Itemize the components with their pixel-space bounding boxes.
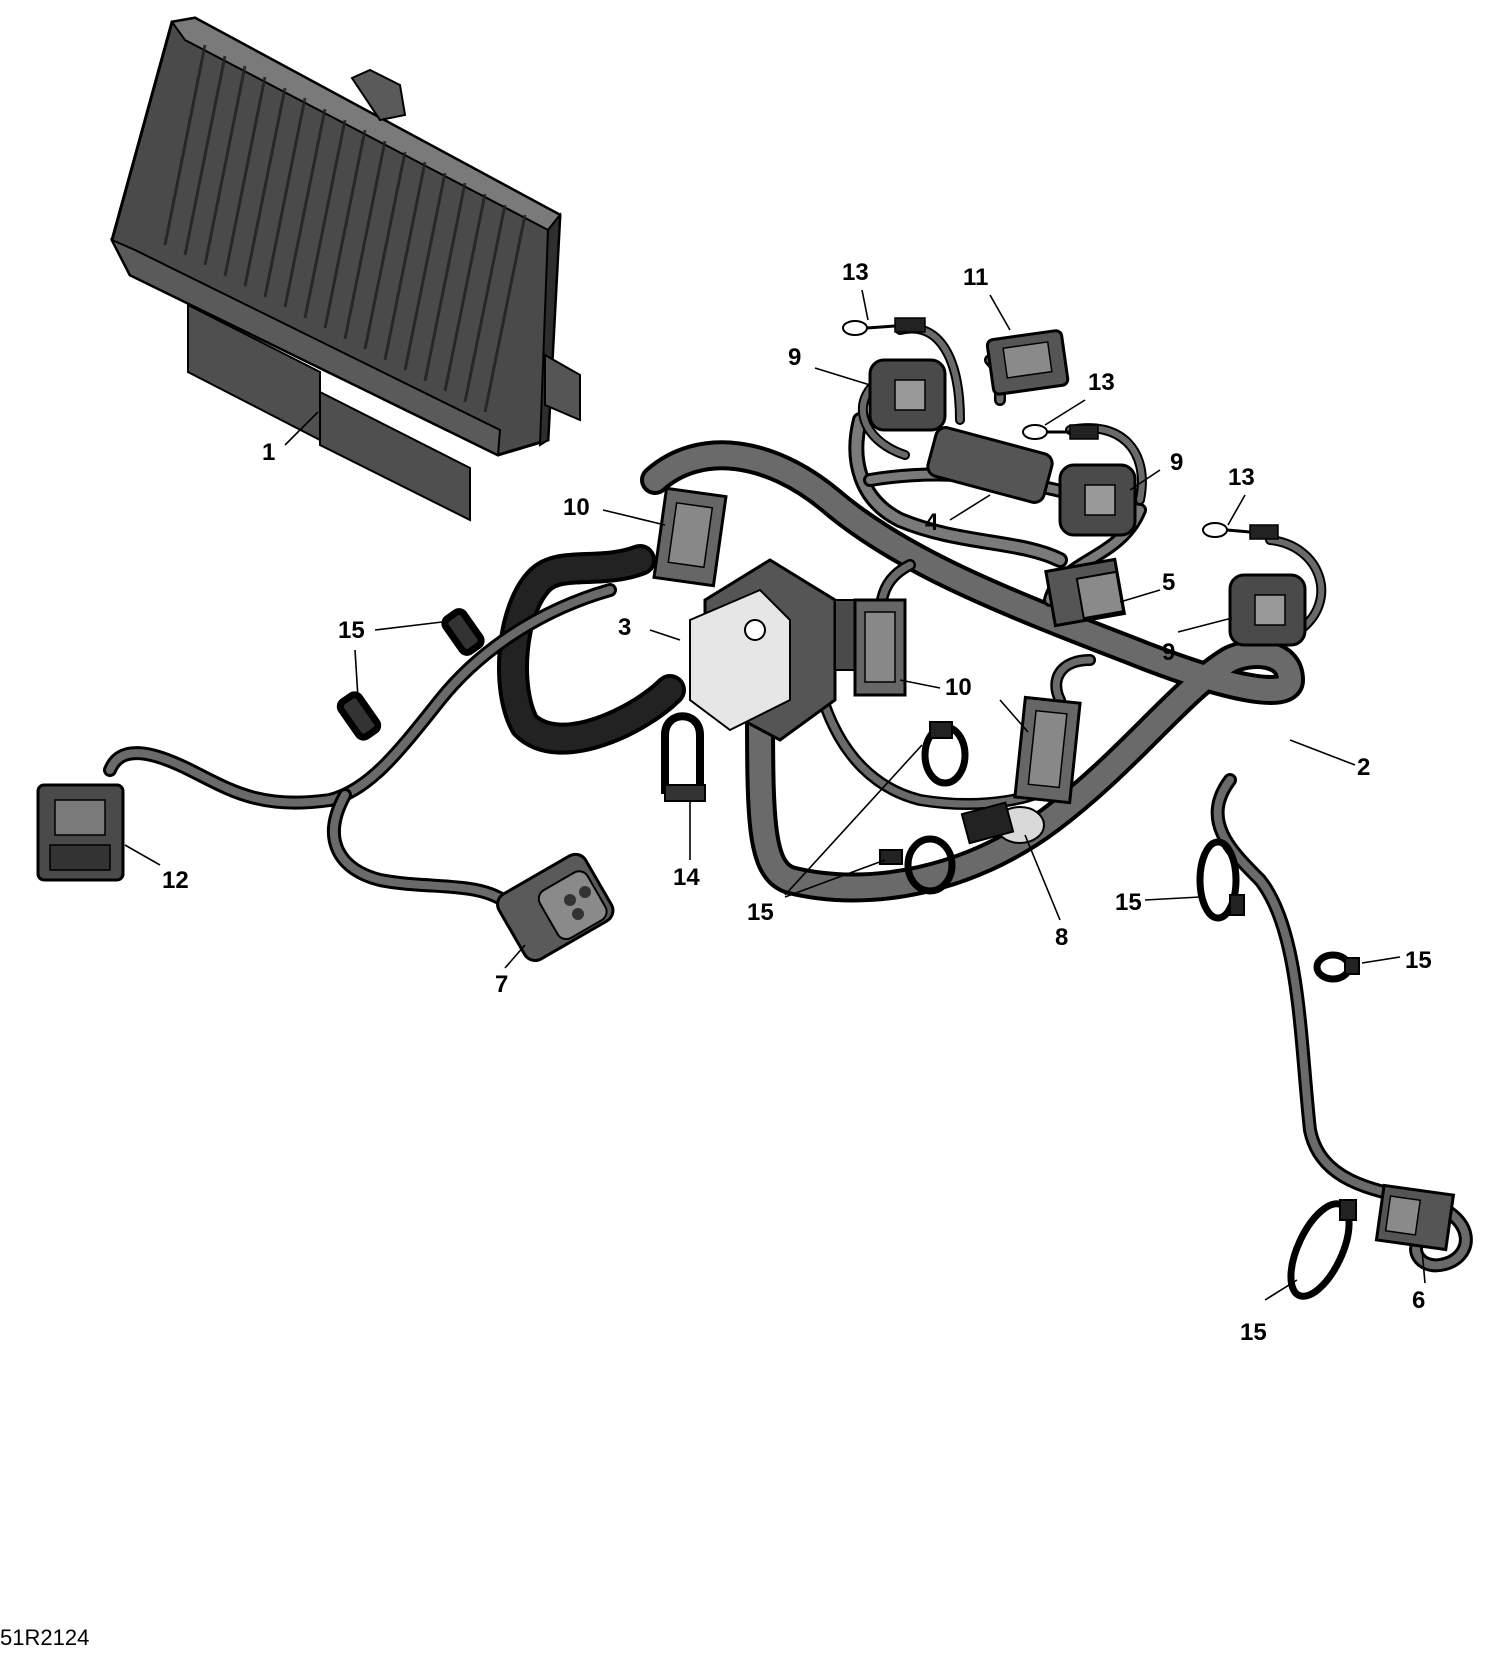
callout-6: 6 bbox=[1412, 1287, 1425, 1314]
connector-9a bbox=[868, 358, 947, 432]
bracket-14 bbox=[661, 712, 706, 802]
callout-4: 4 bbox=[925, 509, 939, 536]
ecm-module bbox=[109, 16, 581, 522]
connector-3-ecm-plug bbox=[689, 558, 876, 742]
connector-7 bbox=[496, 852, 615, 963]
callout-13a: 13 bbox=[842, 259, 869, 286]
callout-labels: 1 2 3 4 5 6 7 8 9 9 9 10 10 11 12 13 13 … bbox=[162, 259, 1432, 1346]
callout-8: 8 bbox=[1055, 924, 1068, 951]
callout-9a: 9 bbox=[788, 344, 801, 371]
callout-1: 1 bbox=[262, 439, 275, 466]
cable-tie-15-group bbox=[336, 608, 1360, 1300]
connector-10a bbox=[652, 486, 728, 588]
connector-4 bbox=[926, 426, 1054, 504]
grommet-8 bbox=[960, 801, 1045, 845]
callout-15a: 15 bbox=[338, 617, 365, 644]
callout-14: 14 bbox=[673, 864, 700, 891]
callout-11: 11 bbox=[963, 264, 988, 291]
ring-terminal-13b bbox=[1022, 424, 1099, 440]
callout-13b: 13 bbox=[1088, 369, 1115, 396]
callout-3: 3 bbox=[618, 614, 631, 641]
wiring-harness bbox=[103, 323, 1473, 1273]
leader-lines bbox=[124, 289, 1426, 1301]
connector-12 bbox=[36, 783, 125, 882]
ring-terminal-13a bbox=[842, 317, 926, 336]
callout-12: 12 bbox=[162, 867, 189, 894]
callout-13c: 13 bbox=[1228, 464, 1255, 491]
connector-6 bbox=[1374, 1183, 1456, 1252]
callout-10a: 10 bbox=[563, 494, 590, 521]
ring-terminal-13c bbox=[1202, 522, 1279, 540]
callout-15d: 15 bbox=[1405, 947, 1432, 974]
callout-10b: 10 bbox=[945, 674, 972, 701]
callout-15c: 15 bbox=[1115, 889, 1142, 916]
callout-2: 2 bbox=[1357, 754, 1370, 781]
connector-5 bbox=[1044, 557, 1127, 628]
callout-7: 7 bbox=[495, 971, 508, 998]
figure-code: 51R2124 bbox=[0, 1625, 89, 1650]
callout-15b: 15 bbox=[747, 899, 774, 926]
connector-10c bbox=[1013, 695, 1082, 805]
callout-9c: 9 bbox=[1162, 639, 1175, 666]
connector-10b bbox=[853, 598, 907, 697]
callout-9b: 9 bbox=[1170, 449, 1183, 476]
connector-11 bbox=[985, 329, 1070, 396]
connector-9b bbox=[1058, 463, 1137, 537]
connector-9c bbox=[1228, 573, 1307, 647]
callout-15e: 15 bbox=[1240, 1319, 1267, 1346]
callout-5: 5 bbox=[1162, 569, 1175, 596]
